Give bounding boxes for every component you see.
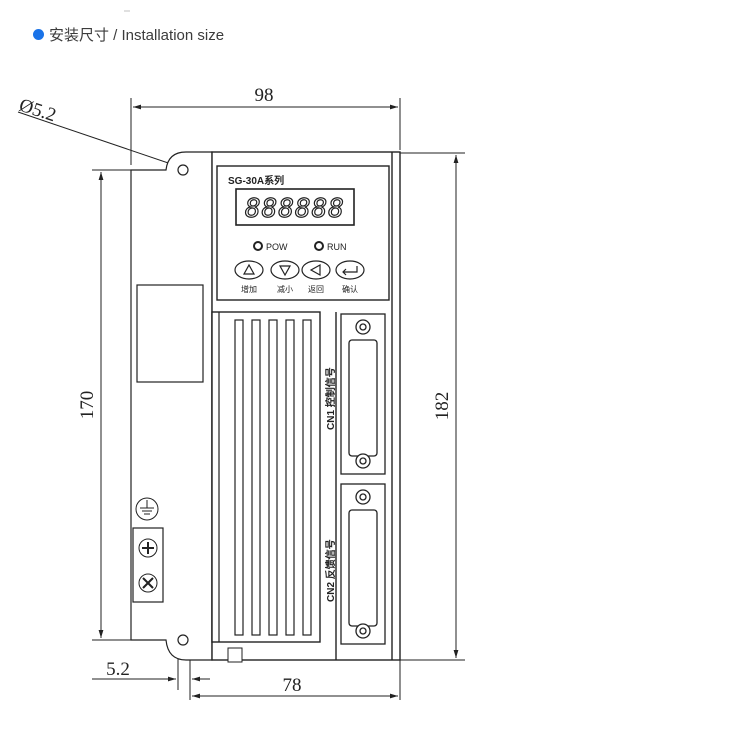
- section-header: 安装尺寸 / Installation size: [33, 24, 224, 45]
- button-label-decrease: 减小: [277, 284, 293, 294]
- top-dot: [124, 10, 130, 12]
- model-label: SG-30A系列: [228, 174, 284, 187]
- cn1-connector: [340, 313, 386, 475]
- dim-body-width: 78: [283, 675, 302, 696]
- return-button[interactable]: [301, 260, 331, 280]
- cn1-label: CN1 控制信号: [324, 367, 337, 430]
- run-led-icon: [314, 241, 324, 251]
- dim-hole-spacing: 170: [77, 391, 98, 420]
- dim-hole-diameter: Ø5.2: [16, 95, 58, 127]
- section-title: 安装尺寸 / Installation size: [49, 27, 225, 44]
- button-label-increase: 增加: [241, 284, 257, 294]
- dim-edge-offset: 5.2: [106, 659, 130, 680]
- up-arrow-icon: [242, 263, 256, 275]
- increase-button[interactable]: [234, 260, 264, 280]
- decrease-button[interactable]: [270, 260, 300, 280]
- screw-terminal-icon: [138, 538, 158, 593]
- run-led-label: RUN: [327, 242, 347, 252]
- pow-led-label: POW: [266, 242, 288, 252]
- left-arrow-icon: [309, 263, 321, 277]
- button-label-confirm: 确认: [342, 284, 358, 294]
- bottom-foot: [227, 647, 243, 663]
- button-label-return: 返回: [308, 285, 324, 294]
- down-arrow-icon: [278, 265, 292, 277]
- mounting-plate: [130, 151, 213, 661]
- dim-total-height: 182: [432, 392, 453, 421]
- cn2-connector: [340, 483, 386, 645]
- led-display: [235, 188, 355, 226]
- pow-led-icon: [253, 241, 263, 251]
- heatsink-fins: [218, 312, 312, 642]
- display-digits: 888888: [245, 194, 345, 224]
- cn2-label: CN2 反馈信号: [324, 539, 337, 602]
- dim-total-width: 98: [255, 85, 274, 106]
- ground-icon: [135, 497, 159, 521]
- enter-icon: [342, 266, 358, 276]
- bullet-icon: [33, 29, 44, 40]
- confirm-button[interactable]: [335, 260, 365, 280]
